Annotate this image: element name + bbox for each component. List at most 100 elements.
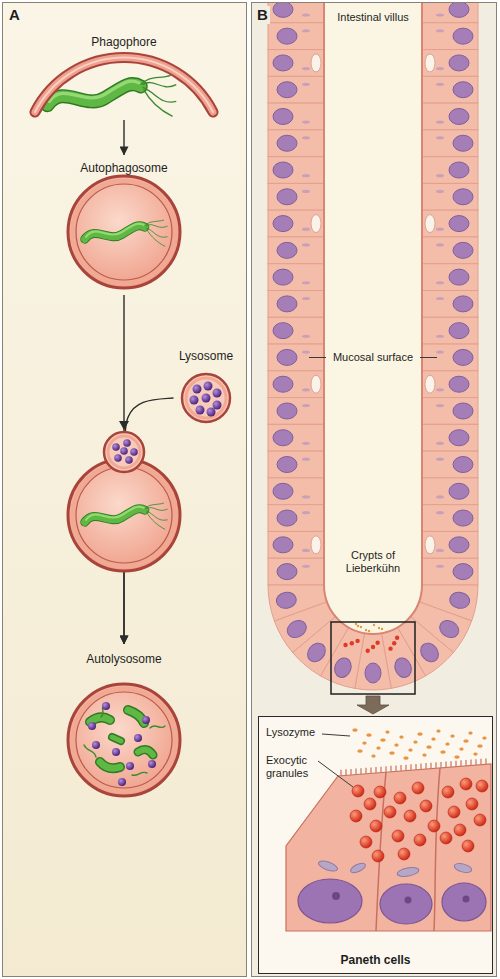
stage-node: Phagophore (30, 30, 218, 120)
microvillus (415, 764, 416, 770)
autolysosome-vesicle (132, 772, 147, 775)
autophagosome-vesicle (68, 176, 180, 288)
mitochondrion (436, 350, 444, 353)
lysozyme-dot (414, 740, 417, 743)
cell-nucleus (277, 242, 297, 258)
lysozyme-dot (373, 624, 375, 626)
epithelial-cell (268, 451, 324, 478)
microvillus (450, 761, 451, 767)
goblet-cell (425, 54, 435, 72)
mitochondrion (436, 281, 444, 284)
cell-nucleus (449, 162, 469, 178)
cell-nucleus (277, 403, 297, 419)
mitochondrion (436, 174, 444, 177)
lysozyme-dot (365, 629, 367, 631)
exocytic-granule (420, 800, 432, 812)
epithelial-cell (268, 317, 324, 344)
cell-nucleus (277, 82, 297, 98)
microvillus (355, 769, 356, 775)
exocytic-granule (448, 806, 460, 818)
microvillus (385, 766, 386, 772)
text-slot: Mucosal surface (329, 351, 417, 364)
lysozyme-dot (431, 737, 434, 740)
lysozyme-dot (473, 752, 476, 755)
lysozyme-dot (360, 626, 362, 628)
lysozyme-dot (394, 743, 397, 746)
autolysosome-vesicle (112, 737, 121, 741)
microvillus (430, 763, 431, 769)
lysozyme-dot (391, 751, 394, 754)
mitochondrion (302, 442, 310, 445)
cell-nucleus (273, 108, 293, 124)
region-label: Crypts of Lieberkühn (326, 549, 420, 575)
lysosome-vesicle (190, 396, 199, 405)
villus-epithelium (268, 3, 478, 690)
lysozyme-dot (432, 737, 435, 740)
microvillus (405, 765, 406, 771)
mitochondrion (436, 511, 444, 514)
connector-arrow (123, 120, 124, 155)
epithelial-cell (268, 76, 324, 103)
fusing-vesicle (85, 503, 168, 529)
microvillus (380, 767, 381, 773)
exocytic-granule (412, 782, 424, 794)
cell-nucleus (417, 640, 442, 666)
cell-nucleus (273, 269, 293, 285)
paneth-cell-drawing (286, 728, 491, 931)
lysozyme-dot (386, 730, 389, 733)
paneth-cell-drawing (442, 883, 486, 921)
fusing-vesicle (123, 439, 131, 447)
paneth-cell-drawing (396, 866, 419, 878)
mitochondrion (302, 83, 310, 86)
cell-nucleus (453, 564, 473, 580)
text-slot: Intestinal villus (325, 11, 421, 24)
fusing-vesicle (112, 443, 120, 451)
paneth-cell-drawing (463, 896, 470, 903)
epithelial-cell (422, 505, 478, 532)
cell-nucleus (448, 591, 470, 610)
autolysosome-vesicle (68, 684, 180, 796)
lysozyme-dot (474, 752, 477, 755)
lysozyme-dot (385, 730, 388, 733)
mitochondrion (436, 83, 444, 86)
microvillus (455, 761, 456, 767)
mitochondrion (302, 495, 310, 498)
autolysosome-vesicle (100, 762, 120, 768)
exocytic-granule (440, 832, 452, 844)
cell-nucleus (273, 162, 293, 178)
mitochondrion (302, 136, 310, 139)
mitochondrion (436, 404, 444, 407)
mitochondrion (302, 404, 310, 407)
cell-nucleus (453, 28, 473, 44)
microvillus (445, 762, 446, 768)
epithelial-cell (422, 210, 478, 237)
lysozyme-dot (358, 749, 361, 752)
mitochondrion (302, 350, 310, 353)
autolysosome-vesicle (73, 689, 175, 791)
epithelial-cell (422, 157, 478, 184)
autolysosome-vesicle (118, 778, 126, 786)
lysozyme-dot (376, 746, 379, 749)
cell-nucleus (277, 28, 297, 44)
panel-frame: LysozymeExocytic granulesPaneth cellsBIn… (251, 2, 497, 977)
epithelial-cell (422, 50, 478, 77)
autolysosome-vesicle (134, 734, 142, 742)
text-slot: Lysozyme (266, 726, 324, 739)
lysosome-vesicle (202, 394, 211, 403)
cell-nucleus (453, 189, 473, 205)
mitochondrion (436, 388, 444, 391)
lysozyme-dot (368, 630, 370, 632)
cell-nucleus (449, 269, 469, 285)
cell-nucleus (273, 376, 293, 392)
lysozyme-dot (445, 742, 448, 745)
mitochondrion (436, 549, 444, 552)
lysozyme-dot (377, 746, 380, 749)
lysozyme-dot (465, 739, 468, 742)
epithelial-cell (422, 291, 478, 318)
paneth-granule (388, 646, 392, 650)
cell-nucleus (277, 349, 297, 365)
lysozyme-dot (381, 738, 384, 741)
fusing-vesicle (114, 454, 122, 462)
lysozyme-dot (437, 729, 440, 732)
epithelial-cell (268, 371, 324, 398)
